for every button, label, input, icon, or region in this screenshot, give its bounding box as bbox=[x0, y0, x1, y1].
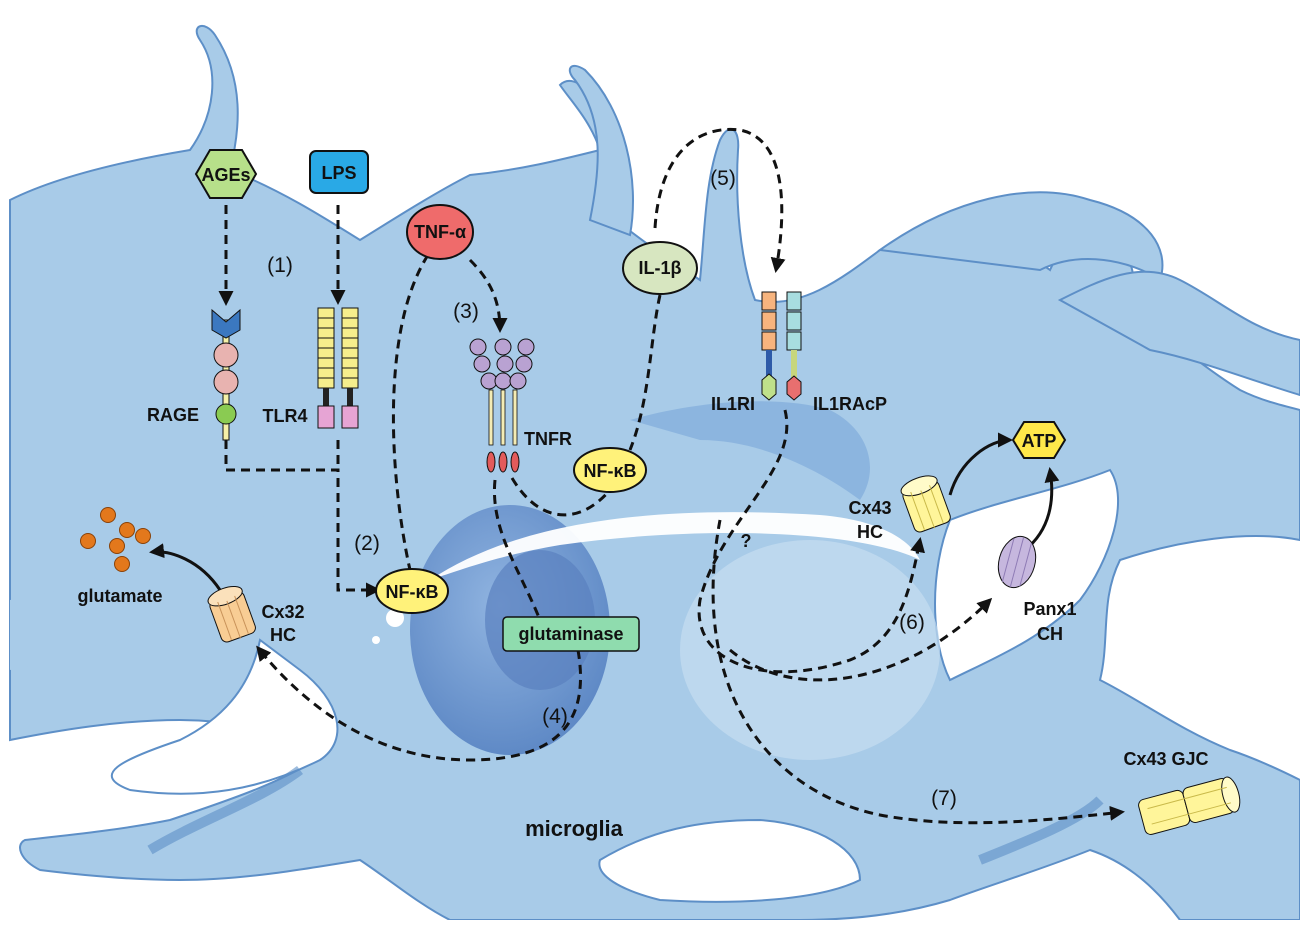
ages-label: AGEs bbox=[201, 165, 250, 185]
lps-label: LPS bbox=[321, 163, 356, 183]
rage-label: RAGE bbox=[147, 405, 199, 425]
arrow-il1ri-cx43gjc bbox=[711, 519, 1125, 825]
cx32-label-2: HC bbox=[270, 625, 296, 645]
il1b-ligand: IL-1β bbox=[622, 241, 698, 295]
process-right-mid bbox=[1057, 270, 1300, 397]
il1racp-receptor: IL1RAcP bbox=[786, 291, 887, 414]
arrow-cx43-atp bbox=[948, 432, 1013, 496]
vesicle-2 bbox=[372, 636, 380, 644]
tlr4-label: TLR4 bbox=[263, 406, 308, 426]
process-top-tnf bbox=[568, 64, 634, 237]
glutamate-molecules: glutamate bbox=[77, 507, 163, 606]
cx43-gap-junction: Cx43 GJC bbox=[1123, 749, 1241, 835]
tnf-label: TNF-α bbox=[414, 222, 466, 242]
pathway-arrows bbox=[149, 127, 1125, 825]
cx43-label-1: Cx43 bbox=[848, 498, 891, 518]
atp-label: ATP bbox=[1022, 431, 1057, 451]
cx32-hemichannel: Cx32 HC bbox=[207, 585, 305, 645]
cx43-hemichannel: Cx43 HC bbox=[848, 475, 951, 542]
step-2: (2) bbox=[354, 532, 380, 555]
extracellular-gap-1 bbox=[110, 638, 339, 795]
step-5: (5) bbox=[710, 167, 736, 190]
arrow-il1b-nfkb2 bbox=[628, 294, 662, 451]
process-right-upper bbox=[877, 191, 1164, 282]
tnfr-label: TNFR bbox=[524, 429, 572, 449]
arrow-rage-tlr4-nfkb bbox=[224, 440, 381, 598]
il1ri-receptor: IL1RI bbox=[711, 291, 777, 414]
arrow-nfkb2-glutaminase bbox=[492, 479, 542, 621]
panx1-label-1: Panx1 bbox=[1023, 599, 1076, 619]
arrow-tnfr-nfkb2 bbox=[510, 477, 612, 517]
lps-ligand: LPS bbox=[309, 150, 369, 194]
arrow-il1b-il1ri bbox=[653, 127, 786, 273]
step-7: (7) bbox=[931, 787, 957, 810]
arrow-il1ri-cx43 bbox=[697, 409, 926, 674]
unknown-mark: ? bbox=[741, 531, 752, 551]
ages-ligand: AGEs bbox=[194, 149, 258, 199]
cx43-label-2: HC bbox=[857, 522, 883, 542]
glutaminase-enzyme: glutaminase bbox=[502, 616, 640, 652]
microglia-cell bbox=[9, 25, 1300, 921]
atp-molecule: ATP bbox=[1011, 421, 1067, 459]
cx32-label-1: Cx32 bbox=[261, 602, 304, 622]
step-1: (1) bbox=[267, 254, 293, 277]
step-4: (4) bbox=[542, 705, 568, 728]
il1b-label: IL-1β bbox=[639, 258, 682, 278]
extracellular-gap-3 bbox=[598, 818, 862, 903]
cx43gjc-label: Cx43 GJC bbox=[1123, 749, 1208, 769]
panx1-channel: Panx1 CH bbox=[997, 535, 1077, 644]
rage-receptor: RAGE bbox=[147, 308, 241, 441]
arrow-il1ri-panx1 bbox=[729, 597, 993, 682]
step-6: (6) bbox=[899, 611, 925, 634]
membrane-ridge-2 bbox=[147, 765, 303, 855]
il1racp-label: IL1RAcP bbox=[813, 394, 887, 414]
tnfr-receptor: TNFR bbox=[469, 338, 572, 473]
arrow-cx32-glutamate bbox=[149, 543, 222, 591]
nfkb-node-2: NF-κB bbox=[573, 447, 647, 493]
vesicle-1 bbox=[386, 609, 404, 627]
tlr4-receptor: TLR4 bbox=[263, 307, 359, 429]
arrow-tnf-tnfr bbox=[468, 258, 508, 333]
membrane-ridge-3 bbox=[978, 796, 1104, 865]
membrane-ridge-1 bbox=[630, 401, 870, 500]
highlight-arc bbox=[430, 512, 920, 580]
arrow-tnf-nfkb bbox=[391, 254, 430, 571]
arrow-glutaminase-cx32 bbox=[256, 645, 583, 762]
il1ri-label: IL1RI bbox=[711, 394, 755, 414]
glutaminase-label: glutaminase bbox=[518, 624, 623, 644]
panx1-label-2: CH bbox=[1037, 624, 1063, 644]
vacuole bbox=[680, 540, 940, 760]
nfkb-label-2: NF-κB bbox=[583, 461, 636, 481]
nfkb-node-1: NF-κB bbox=[375, 568, 449, 614]
process-left-lower bbox=[10, 450, 280, 670]
nfkb-label-1: NF-κB bbox=[385, 582, 438, 602]
tnf-alpha-ligand: TNF-α bbox=[406, 204, 474, 260]
step-3: (3) bbox=[453, 300, 479, 323]
cell-name-label: microglia bbox=[525, 816, 624, 841]
glutamate-label: glutamate bbox=[77, 586, 162, 606]
